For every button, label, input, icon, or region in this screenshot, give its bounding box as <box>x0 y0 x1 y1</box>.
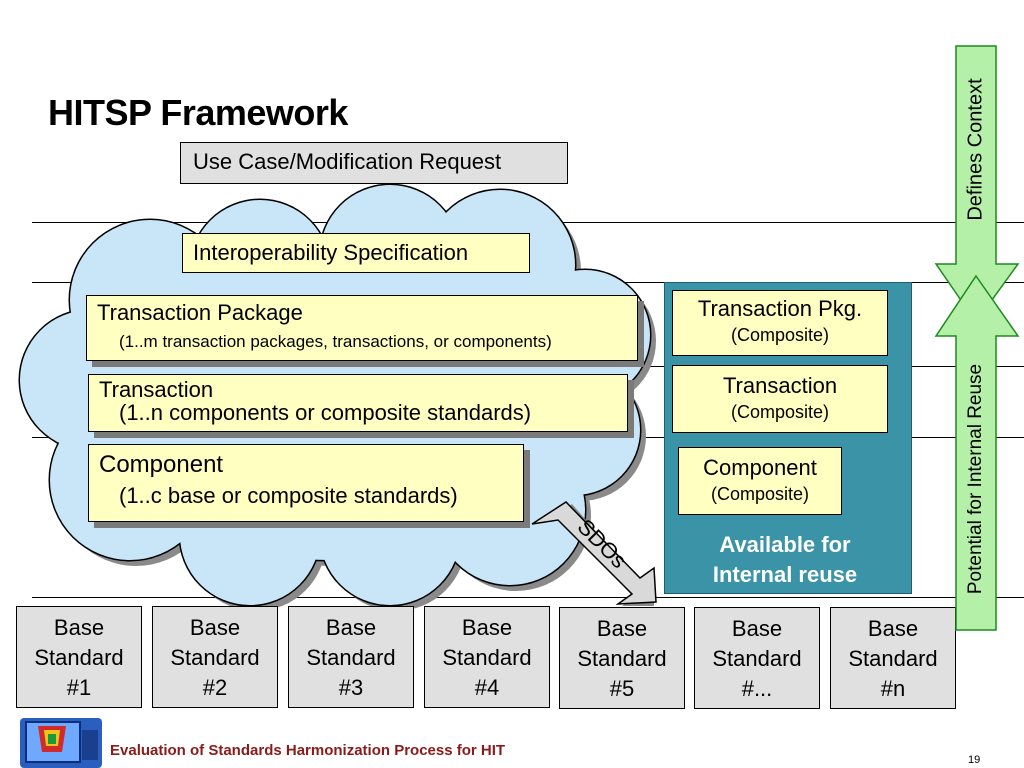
defines-context-label: Defines Context <box>964 78 987 221</box>
base-standard-line: Base <box>53 615 105 640</box>
hitsp-logo-icon <box>20 718 102 768</box>
page-number: 19 <box>968 754 981 766</box>
composite-transaction-label: Transaction <box>722 373 838 398</box>
base-standard-number: #5 <box>609 676 635 701</box>
base-standard-line: Standard <box>712 646 802 671</box>
base-standard-line: Standard <box>34 645 124 670</box>
available-reuse-text: Available for Internal reuse <box>672 530 898 590</box>
base-standard-number: #4 <box>474 675 500 700</box>
component-detail: (1..c base or composite standards) <box>119 483 458 508</box>
base-standard-number: #2 <box>202 675 228 700</box>
base-standard-number: #3 <box>338 675 364 700</box>
use-case-box: Use Case/Modification Request <box>180 142 568 184</box>
transaction-detail: (1..n components or composite standards) <box>119 400 532 425</box>
base-standard-line: Standard <box>848 646 938 671</box>
interoperability-spec-box: Interoperability Specification <box>182 233 530 273</box>
transaction-box: Transaction (1..n components or composit… <box>88 374 628 432</box>
base-standard-line: Base <box>325 615 377 640</box>
base-standard-line: Standard <box>306 645 396 670</box>
base-standard-3: Base Standard #3 <box>288 606 414 708</box>
defines-context-arrow <box>934 45 1020 324</box>
footer-text: Evaluation of Standards Harmonization Pr… <box>110 742 506 759</box>
base-standard-line: Base <box>461 615 513 640</box>
base-standard-line: Base <box>596 616 648 641</box>
base-standard-line: Standard <box>170 645 260 670</box>
composite-component-box: Component (Composite) <box>678 447 842 515</box>
base-standard-line: Base <box>867 616 919 641</box>
component-box: Component (1..c base or composite standa… <box>88 444 524 522</box>
base-standard-5: Base Standard #5 <box>559 607 685 709</box>
composite-component-label: Component <box>703 455 817 480</box>
available-line-2: Internal reuse <box>712 562 858 587</box>
transaction-package-label: Transaction Package <box>97 300 303 325</box>
base-standard-line: Standard <box>442 645 532 670</box>
transaction-package-box: Transaction Package (1..m transaction pa… <box>86 295 638 361</box>
base-standard-4: Base Standard #4 <box>424 606 550 708</box>
transaction-package-detail: (1..m transaction packages, transactions… <box>119 332 552 351</box>
base-standard-2: Base Standard #2 <box>152 606 278 708</box>
potential-reuse-label: Potential for Internal Reuse <box>965 363 986 595</box>
component-label: Component <box>99 451 224 478</box>
composite-tx-pkg-box: Transaction Pkg. (Composite) <box>672 290 888 356</box>
composite-tx-pkg-detail: (Composite) <box>730 325 830 345</box>
composite-tx-pkg-label: Transaction Pkg. <box>697 296 863 321</box>
composite-transaction-box: Transaction (Composite) <box>672 365 888 433</box>
page-title: HITSP Framework <box>48 92 348 133</box>
composite-transaction-detail: (Composite) <box>730 402 830 422</box>
base-standard-line: Standard <box>577 646 667 671</box>
potential-reuse-arrow <box>934 274 1020 631</box>
base-standard-line: Base <box>189 615 241 640</box>
green-arrows <box>934 45 1020 631</box>
use-case-label: Use Case/Modification Request <box>193 149 502 174</box>
divider-line <box>32 597 1024 598</box>
sdos-arrow: SDOs <box>531 501 657 606</box>
composite-component-detail: (Composite) <box>710 484 810 504</box>
base-standard-number: #n <box>880 676 906 701</box>
base-standard-line: Base <box>731 616 783 641</box>
base-standard-1: Base Standard #1 <box>16 606 142 708</box>
base-standard-number: #... <box>741 676 773 701</box>
base-standard-n: Base Standard #n <box>830 607 956 709</box>
interop-spec-label: Interoperability Specification <box>193 240 469 265</box>
base-standard-number: #1 <box>66 675 92 700</box>
base-standard-ellipsis: Base Standard #... <box>694 607 820 709</box>
transaction-label: Transaction <box>99 377 214 402</box>
available-line-1: Available for <box>719 532 851 557</box>
